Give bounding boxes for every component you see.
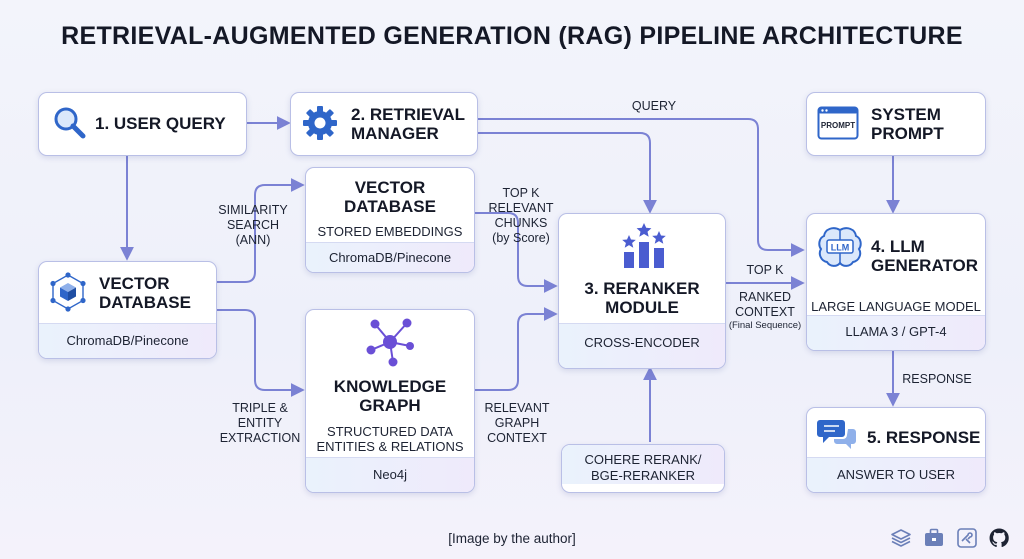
retrieval-manager-title: 2. RETRIEVAL MANAGER [351,105,465,143]
edge-label-response: RESPONSE [902,372,972,386]
page-title: RETRIEVAL-AUGMENTED GENERATION (RAG) PIP… [61,22,963,50]
response-title: 5. RESPONSE [867,428,981,447]
knowledge-graph-footer: Neo4j [306,457,474,492]
edge-label-ranked-context: RANKED CONTEXT [735,290,795,319]
brain-icon: LLM [818,227,862,267]
node-reranker: 3. RERANKER MODULE CROSS-ENCODER [558,213,726,369]
edge-retrieval-to-reranker [478,132,657,214]
vector-db-left-title: VECTOR DATABASE [99,274,191,312]
node-response: 5. RESPONSE ANSWER TO USER [806,407,986,493]
edge-label-final-sequence: (Final Sequence) [728,320,802,331]
layers-icon[interactable] [890,527,912,549]
knowledge-graph-subtitle: STRUCTURED DATA ENTITIES & RELATIONS [316,424,464,454]
edge-label-graph-context: RELEVANT GRAPH CONTEXT [484,401,550,445]
system-prompt-title: SYSTEM PROMPT [871,105,944,143]
edge-label-query: QUERY [631,99,677,113]
llm-title: 4. LLM GENERATOR [871,237,979,275]
user-query-title: 1. USER QUERY [95,114,226,133]
edge-label-similarity: SIMILARITY SEARCH (ANN) [218,203,288,247]
edge-label-triple: TRIPLE & ENTITY EXTRACTION [219,401,301,445]
llm-footer: LLAMA 3 / GPT-4 [807,315,985,350]
ranking-bars-icon [622,223,666,268]
node-vector-db-mid: VECTOR DATABASE STORED EMBEDDINGS Chroma… [305,167,475,273]
llm-icon-text: LLM [831,243,850,253]
edge-similarity-search [217,178,305,283]
edge-query-to-llm [478,118,805,257]
vector-db-left-footer: ChromaDB/Pinecone [39,323,216,358]
edge-label-topk: TOP K [746,263,784,277]
image-credit: [Image by the author] [448,531,576,546]
vector-db-mid-subtitle: STORED EMBEDDINGS [317,224,463,239]
node-llm-generator: LLM 4. LLM GENERATOR LARGE LANGUAGE MODE… [806,213,986,351]
gear-icon [303,106,337,140]
chat-bubbles-icon [817,420,856,449]
node-knowledge-graph: KNOWLEDGE GRAPH STRUCTURED DATA ENTITIES… [305,309,475,493]
node-retrieval-manager: 2. RETRIEVAL MANAGER [290,92,478,156]
reranker-model-text: COHERE RERANK/ BGE-RERANKER [562,445,724,484]
edge-triple-extraction [217,309,305,397]
response-footer: ANSWER TO USER [807,457,985,492]
edge-chunks-to-reranker [475,212,558,293]
llm-subtitle: LARGE LANGUAGE MODEL [811,299,981,314]
cube-network-icon [50,272,86,312]
edge-label-topk-chunks: TOP K RELEVANT CHUNKS (by Score) [488,186,554,245]
reranker-footer: CROSS-ENCODER [559,323,725,368]
node-system-prompt: PROMPT SYSTEM PROMPT [806,92,986,156]
vector-db-mid-title: VECTOR DATABASE [344,178,436,216]
puzzle-icon[interactable] [956,527,978,549]
node-reranker-model: COHERE RERANK/ BGE-RERANKER [561,444,725,493]
reranker-title: 3. RERANKER MODULE [584,279,700,317]
edge-graph-to-reranker [475,307,558,391]
briefcase-icon[interactable] [923,527,945,549]
vector-db-mid-footer: ChromaDB/Pinecone [306,242,474,272]
graph-network-icon [366,318,414,367]
prompt-window-icon: PROMPT [817,106,859,140]
search-icon [54,107,86,139]
node-vector-db-left: VECTOR DATABASE ChromaDB/Pinecone [38,261,217,359]
github-icon[interactable] [988,527,1010,549]
knowledge-graph-title: KNOWLEDGE GRAPH [333,377,447,415]
node-user-query: 1. USER QUERY [38,92,247,156]
prompt-icon-text: PROMPT [821,121,855,130]
